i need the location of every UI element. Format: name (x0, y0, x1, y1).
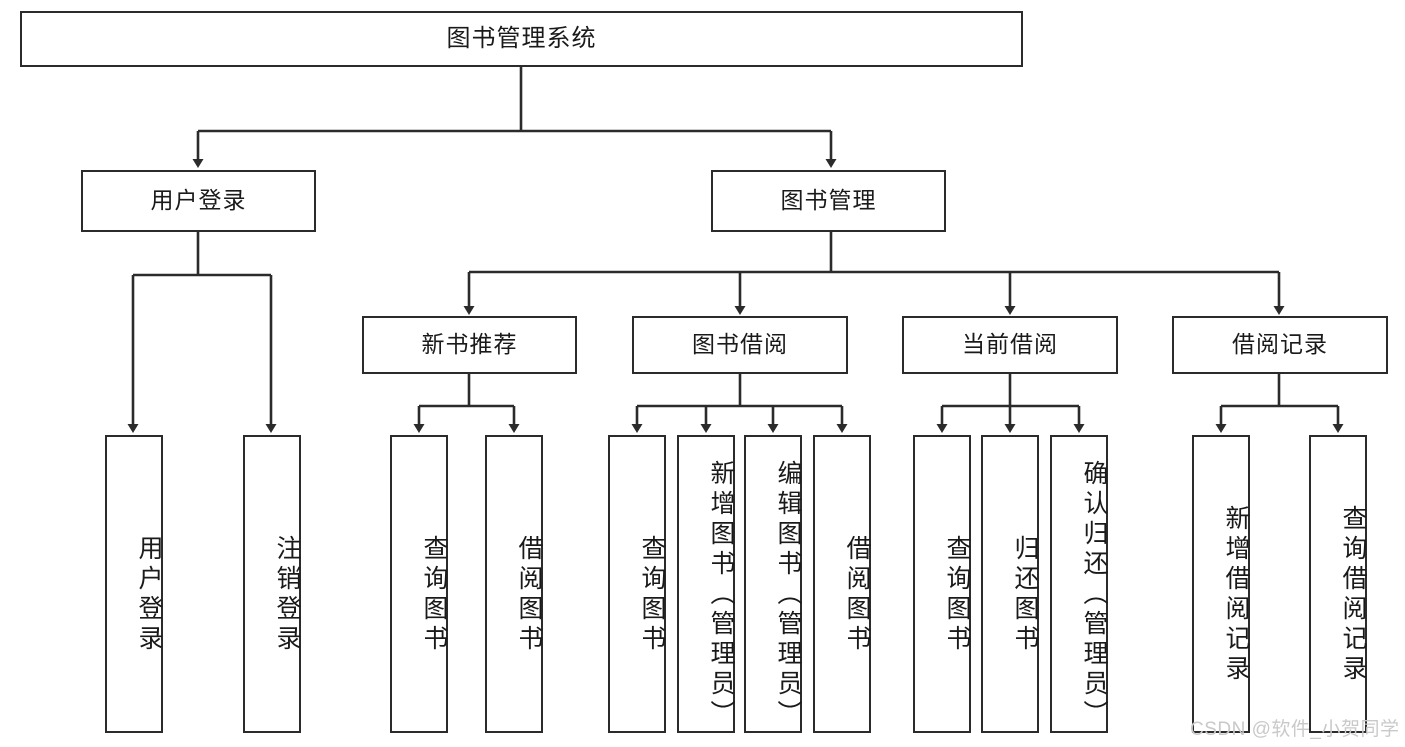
leaf-user-login-logout[interactable]: 注销登录 (243, 435, 301, 733)
node-label: 图书借阅 (692, 331, 788, 358)
node-label: 用户登录 (135, 535, 163, 655)
leaf-borrow-record-add-record[interactable]: 新增借阅记录 (1192, 435, 1250, 733)
node-borrow-record[interactable]: 借阅记录 (1172, 316, 1388, 374)
leaf-borrow-record-query-record[interactable]: 查询借阅记录 (1309, 435, 1367, 733)
node-user-login[interactable]: 用户登录 (81, 170, 316, 232)
node-label: 图书管理系统 (446, 24, 597, 52)
node-label: 新增借阅记录 (1222, 505, 1250, 685)
leaf-current-borrow-confirm-return-admin[interactable]: 确认归还（管理员） (1050, 435, 1108, 733)
node-label: 借阅记录 (1232, 331, 1328, 358)
leaf-book-borrow-add-book-admin[interactable]: 新增图书（管理员） (677, 435, 735, 733)
node-book-borrow[interactable]: 图书借阅 (632, 316, 848, 374)
node-label: 查询图书 (420, 535, 448, 655)
node-label: 归还图书 (1011, 535, 1039, 655)
node-label: 新书推荐 (421, 331, 518, 358)
node-label: 借阅图书 (843, 535, 871, 655)
node-label: 当前借阅 (962, 331, 1058, 358)
leaf-user-login-login[interactable]: 用户登录 (105, 435, 163, 733)
leaf-current-borrow-query-book[interactable]: 查询图书 (913, 435, 971, 733)
leaf-current-borrow-return-book[interactable]: 归还图书 (981, 435, 1039, 733)
node-label: 确认归还（管理员） (1080, 460, 1108, 730)
node-current-borrow[interactable]: 当前借阅 (902, 316, 1118, 374)
leaf-book-borrow-edit-book-admin[interactable]: 编辑图书（管理员） (744, 435, 802, 733)
leaf-book-borrow-query-book[interactable]: 查询图书 (608, 435, 666, 733)
node-label: 借阅图书 (515, 535, 543, 655)
node-label: 用户登录 (150, 187, 247, 214)
leaf-new-book-borrow-book[interactable]: 借阅图书 (485, 435, 543, 733)
node-root-book-management-system[interactable]: 图书管理系统 (20, 11, 1023, 67)
node-label: 编辑图书（管理员） (774, 460, 802, 730)
node-book-management[interactable]: 图书管理 (711, 170, 946, 232)
leaf-new-book-query-book[interactable]: 查询图书 (390, 435, 448, 733)
node-new-book-recommend[interactable]: 新书推荐 (362, 316, 577, 374)
node-label: 查询图书 (943, 535, 971, 655)
leaf-book-borrow-borrow-book[interactable]: 借阅图书 (813, 435, 871, 733)
node-label: 新增图书（管理员） (707, 460, 735, 730)
csdn-watermark: CSDN @软件_小贺同学 (1190, 719, 1400, 740)
node-label: 查询图书 (638, 535, 666, 655)
node-label: 查询借阅记录 (1339, 505, 1367, 685)
node-label: 注销登录 (273, 535, 301, 655)
node-label: 图书管理 (780, 187, 877, 214)
